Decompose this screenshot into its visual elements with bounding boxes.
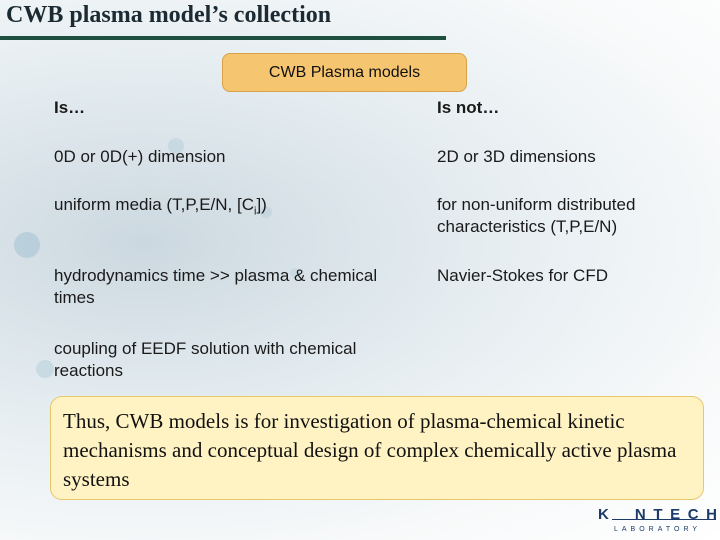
uniform-media-text: uniform media (T,P,E/N, [C (54, 195, 254, 214)
is-not-item-dimension: 2D or 3D dimensions (437, 147, 596, 166)
summary-box: Thus, CWB models is for investigation of… (50, 396, 704, 500)
molecule-decoration (36, 360, 54, 378)
logo-letter: C (687, 506, 700, 523)
molecule-decoration (168, 138, 184, 154)
is-not-item-navier-stokes: Navier-Stokes for CFD (437, 266, 608, 285)
uniform-media-text-end: ]) (256, 195, 267, 214)
cwb-plasma-models-box: CWB Plasma models (222, 53, 467, 92)
molecule-decoration (260, 206, 272, 218)
logo-letter: E (670, 506, 682, 523)
logo-letter: K (598, 506, 610, 523)
slide-title: CWB plasma model’s collection (6, 2, 332, 28)
is-not-item-non-uniform: for non-uniform distributed characterist… (437, 195, 636, 236)
is-item-dimension: 0D or 0D(+) dimension (54, 147, 226, 166)
molecule-decoration (290, 268, 300, 278)
is-not-column-header: Is not… (437, 98, 500, 117)
title-underline (0, 36, 446, 40)
is-item-uniform-media: uniform media (T,P,E/N, [Ci]) (54, 194, 394, 222)
kintech-laboratory-logo: K A N T E C H LABORATORY (598, 506, 718, 538)
logo-letter: T (653, 506, 664, 523)
logo-letter: H (706, 506, 718, 523)
logo-letter: N (634, 506, 647, 523)
uniform-media-subscript: i (253, 205, 257, 218)
logo-letters: K A N T E C H (598, 506, 718, 523)
molecule-decoration (14, 232, 40, 258)
logo-subtitle: LABORATORY (614, 526, 702, 533)
is-item-hydrodynamics: hydrodynamics time >> plasma & chemical … (54, 266, 378, 307)
logo-line (612, 519, 716, 520)
is-column-header: Is… (54, 98, 86, 117)
is-item-eedf-coupling: coupling of EEDF solution with chemical … (54, 339, 357, 380)
